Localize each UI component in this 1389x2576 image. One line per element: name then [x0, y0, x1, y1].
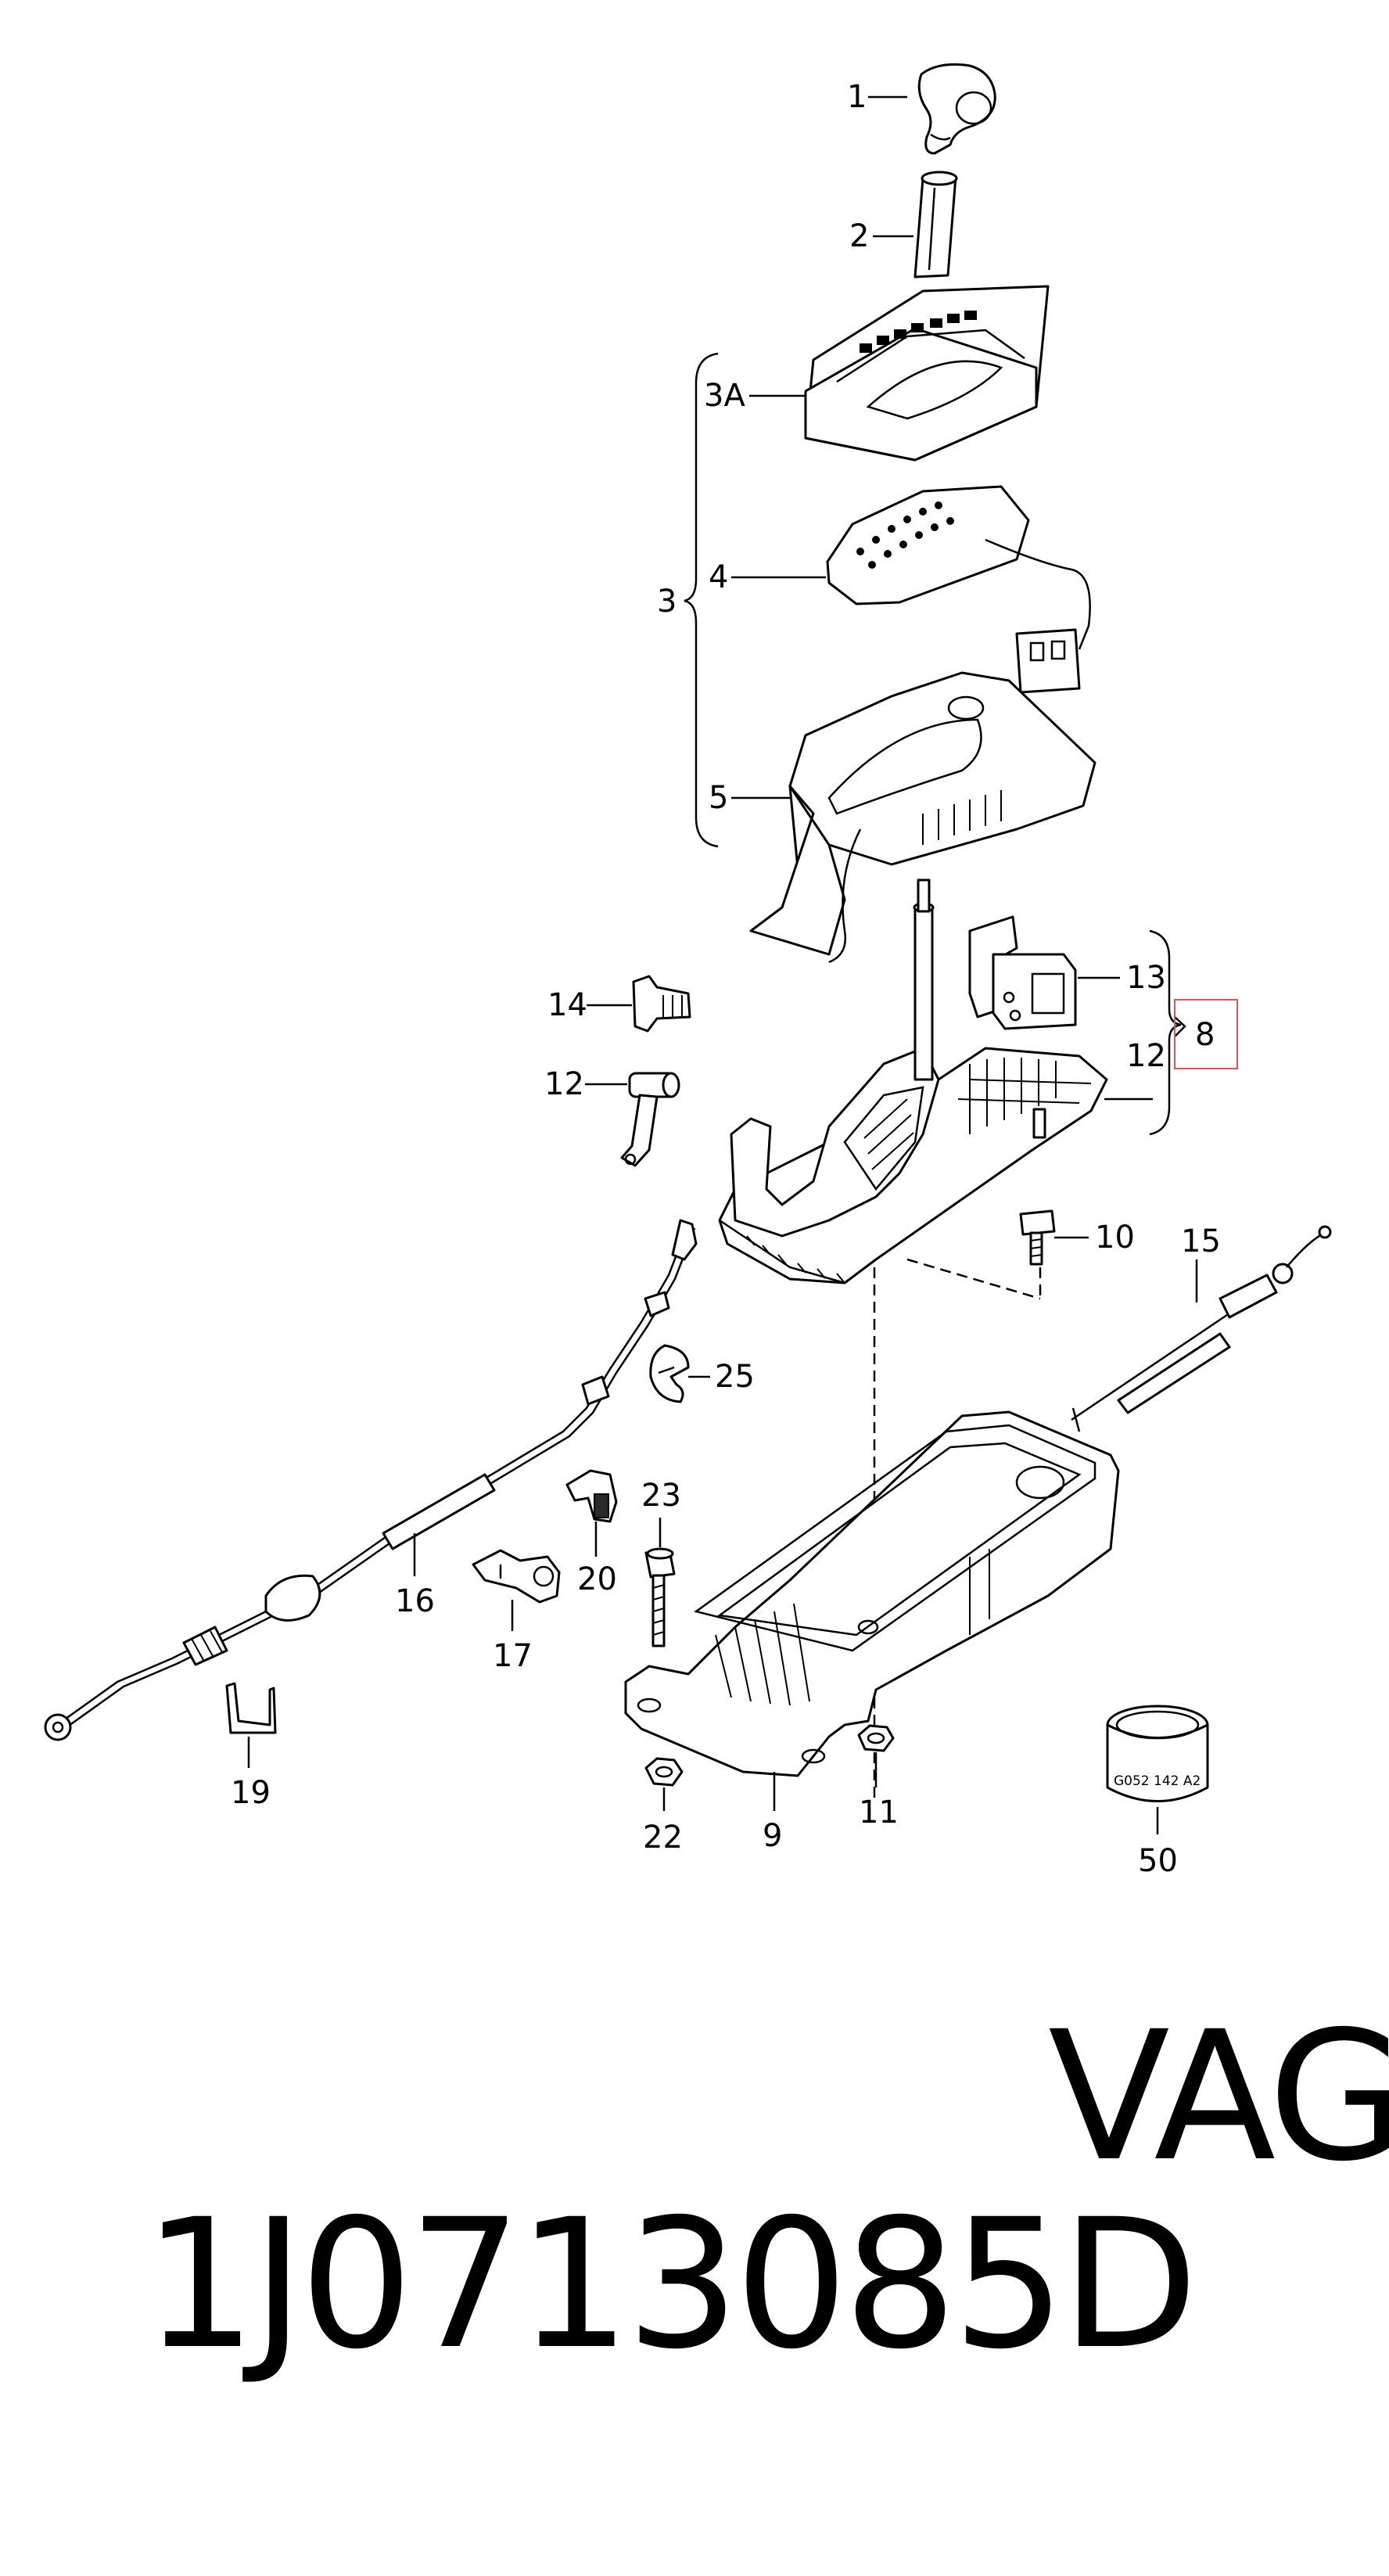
callout-16: 16 [395, 1583, 435, 1619]
knob-sleeve [913, 171, 958, 278]
ring-marking: G052 142 A2 [1114, 1773, 1201, 1789]
holder-17 [472, 1549, 561, 1604]
clip-14 [632, 975, 691, 1033]
callout-12-left: 12 [544, 1066, 584, 1102]
callout-12-top: 12 [1126, 1038, 1166, 1074]
clip-20 [565, 1469, 618, 1523]
bowden-cable-16 [44, 1219, 698, 1741]
nut-22 [644, 1757, 684, 1787]
lock-solenoid [968, 915, 1077, 1030]
clamp-19 [225, 1682, 277, 1734]
callout-14: 14 [547, 987, 587, 1023]
callout-10: 10 [1095, 1220, 1135, 1256]
callout-8: 8 [1195, 1017, 1215, 1053]
illumination-board [826, 485, 1091, 694]
nut-11 [857, 1724, 895, 1752]
part-number: 1J0713085D [142, 2180, 1198, 2388]
callout-2: 2 [849, 218, 869, 254]
callout-4: 4 [709, 559, 728, 595]
callout-3: 3 [657, 584, 677, 620]
shift-knob [917, 63, 996, 155]
parts-exploded-diagram: 1 2 3A 3 [44, 63, 1332, 1879]
callout-25: 25 [715, 1359, 755, 1395]
selector-mechanism [718, 878, 1108, 1284]
lever-12 [620, 1072, 680, 1167]
callout-50: 50 [1138, 1843, 1178, 1879]
callout-17: 17 [493, 1638, 533, 1674]
gear-indicator-cover [804, 285, 1050, 462]
callout-22: 22 [643, 1820, 683, 1856]
callout-3A: 3A [704, 378, 745, 414]
callout-13: 13 [1126, 960, 1166, 996]
group-8-bracket [1149, 929, 1182, 1136]
sealing-ring-50: G052 142 A2 [1106, 1705, 1209, 1802]
screw-23 [644, 1547, 676, 1647]
callout-11: 11 [859, 1795, 899, 1831]
footer: 1J0713085D VAG [39, 2003, 1389, 2378]
clip-25 [649, 1344, 690, 1403]
callout-19: 19 [231, 1775, 271, 1811]
callout-5: 5 [709, 780, 728, 816]
base-housing [624, 1410, 1120, 1777]
bolt-10 [1019, 1209, 1056, 1266]
callout-15: 15 [1181, 1223, 1221, 1259]
callout-8-highlight: 8 [1174, 999, 1238, 1069]
group-3-bracket [684, 352, 719, 848]
housing-cover [749, 671, 1096, 964]
selector-cable-15 [1071, 1225, 1332, 1432]
brand-name: VAG [1048, 1992, 1389, 2201]
callout-9: 9 [763, 1818, 782, 1854]
callout-20: 20 [577, 1561, 617, 1597]
callout-23: 23 [641, 1478, 681, 1514]
callout-1: 1 [847, 79, 867, 115]
